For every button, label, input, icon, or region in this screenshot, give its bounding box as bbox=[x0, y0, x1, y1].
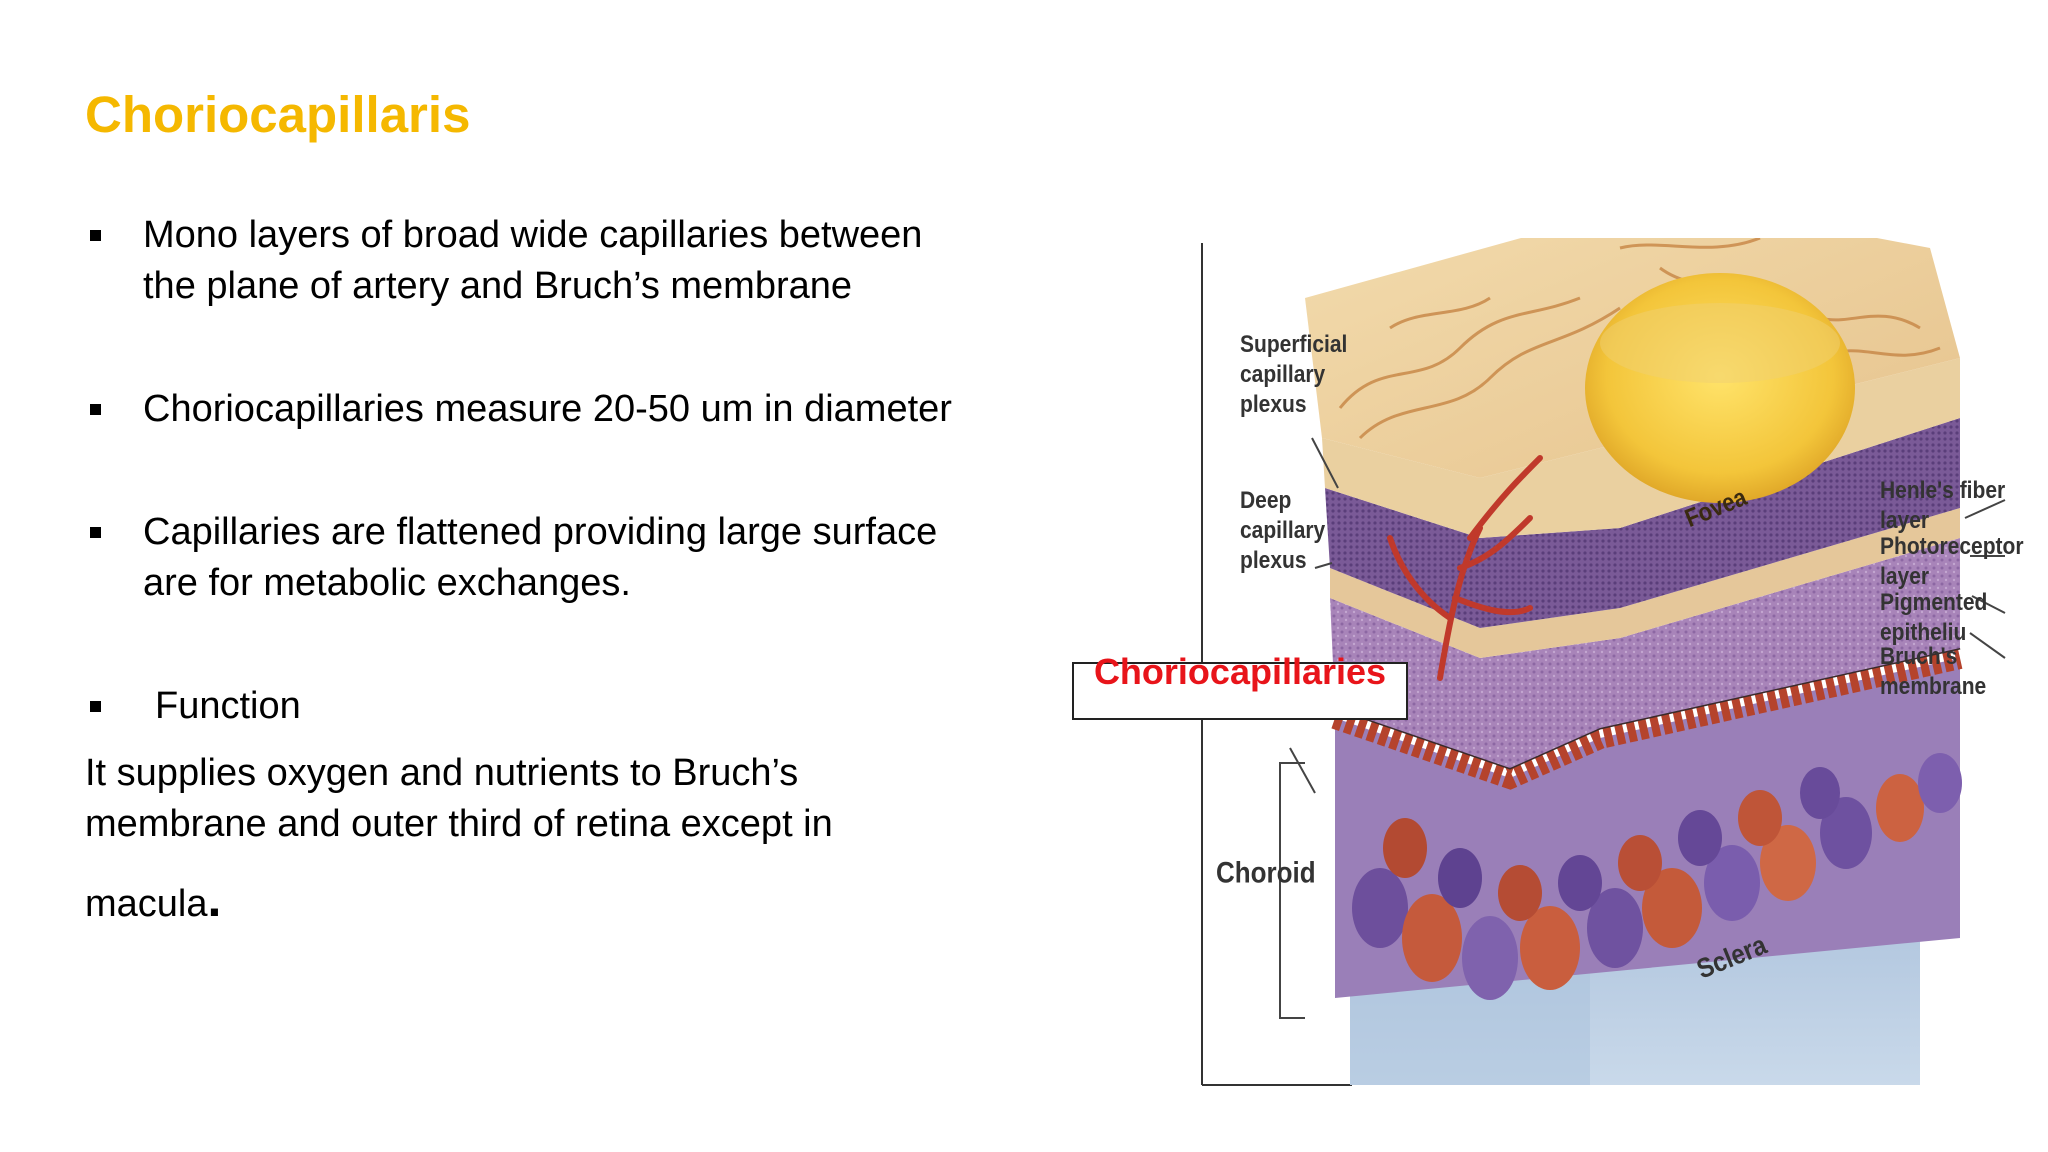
choriocapillaris-callout: Choriocapillaries bbox=[1072, 652, 1408, 720]
square-bullet-icon bbox=[90, 404, 101, 415]
bullet-text-line: the plane of artery and Bruch’s membrane bbox=[143, 265, 853, 307]
bullet-text-line: are for metabolic exchanges. bbox=[143, 562, 631, 604]
choroid-vessels bbox=[1352, 753, 1962, 1000]
callout-label: Choriocapillaries bbox=[1093, 651, 1387, 692]
square-bullet-icon bbox=[90, 230, 101, 241]
square-bullet-icon bbox=[90, 701, 101, 712]
label-pigmented-epithelium: Pigmented epitheliu bbox=[1880, 589, 1988, 646]
bullet-list: Mono layers of broad wide capillaries be… bbox=[85, 210, 1095, 732]
slide-title: Choriocapillaris bbox=[85, 86, 471, 143]
bullet-item: Mono layers of broad wide capillaries be… bbox=[85, 210, 1095, 312]
bullet-item: Capillaries are flattened providing larg… bbox=[85, 507, 1095, 609]
function-heading: Function bbox=[155, 685, 301, 727]
label-henles-fiber-layer: Henle's fiber layer bbox=[1880, 477, 2006, 534]
bullet-item: Choriocapillaries measure 20-50 um in di… bbox=[85, 384, 1095, 435]
bullet-text-line: Choriocapillaries measure 20-50 um in di… bbox=[143, 388, 952, 430]
square-bullet-icon bbox=[90, 527, 101, 538]
retina-cross-section-illustration bbox=[1201, 238, 2006, 1086]
function-text-period: . bbox=[207, 871, 222, 927]
label-choroid: Choroid bbox=[1216, 854, 1316, 890]
label-photoreceptor-layer: Photoreceptor layer bbox=[1880, 533, 2024, 590]
bullet-text-line: Mono layers of broad wide capillaries be… bbox=[143, 214, 923, 256]
bullet-item-function: Function bbox=[85, 681, 1095, 732]
retina-choroid-diagram bbox=[1060, 238, 2048, 1088]
label-deep-capillary-plexus: Deep capillary plexus bbox=[1240, 487, 1326, 574]
function-text-line: membrane and outer third of retina excep… bbox=[85, 803, 833, 845]
label-bruchs-membrane: Bruch's membrane bbox=[1880, 643, 1987, 700]
label-superficial-capillary-plexus: Superficial capillary plexus bbox=[1240, 331, 1348, 418]
function-text-line: It supplies oxygen and nutrients to Bruc… bbox=[85, 752, 799, 794]
function-text-line: macula bbox=[85, 883, 208, 925]
bullet-text-line: Capillaries are flattened providing larg… bbox=[143, 511, 938, 553]
function-description: It supplies oxygen and nutrients to Bruc… bbox=[85, 748, 985, 930]
